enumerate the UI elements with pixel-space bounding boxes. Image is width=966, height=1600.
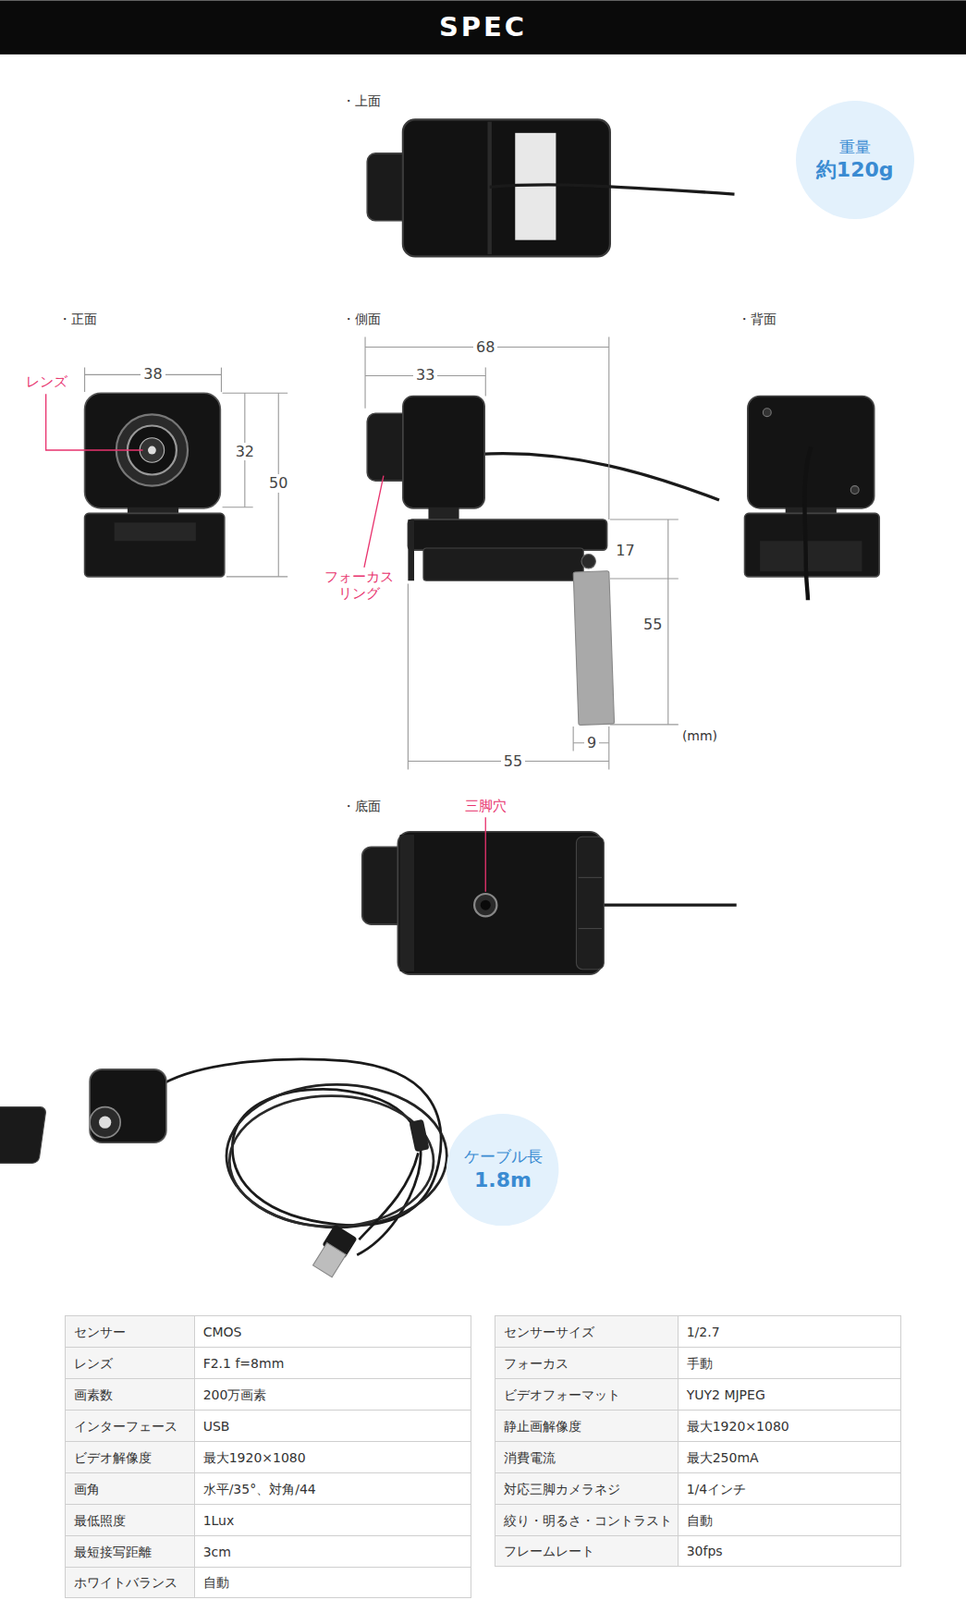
table-header-cell: 画角: [64, 1472, 195, 1505]
table-value-cell: F2.1 f=8mm: [194, 1346, 472, 1379]
badge-value: 約120g: [816, 157, 894, 184]
product-photo: [0, 1059, 447, 1278]
dimension: 32: [232, 442, 257, 461]
side-view: [364, 337, 720, 771]
table-value-cell: 1/4インチ: [677, 1472, 903, 1505]
part-label: 三脚穴: [463, 797, 509, 815]
badge-value: 1.8m: [474, 1167, 532, 1194]
table-header-cell: センサー: [64, 1315, 195, 1347]
table-header-cell: レンズ: [64, 1346, 195, 1379]
view-label: ・側面: [342, 311, 381, 328]
part-label: レンズ: [24, 373, 70, 391]
bottom-view: [362, 817, 737, 975]
back-view: [745, 396, 881, 601]
dimension: 68: [473, 338, 498, 356]
table-header-cell: インターフェース: [64, 1409, 195, 1442]
badge-heading: 重量: [839, 137, 871, 158]
table-header-cell: ビデオフォーマット: [494, 1378, 678, 1410]
dimension: 55: [640, 615, 665, 634]
dimension: 33: [413, 366, 438, 384]
view-label: ・背面: [737, 311, 777, 328]
page-title: SPEC: [439, 11, 527, 43]
table-header-cell: 最短接写距離: [64, 1535, 195, 1567]
table-value-cell: CMOS: [194, 1315, 472, 1347]
view-label: ・正面: [58, 311, 98, 328]
view-label: ・底面: [342, 798, 381, 815]
table-value-cell: 最大1920×1080: [677, 1409, 903, 1442]
dimension: 9: [584, 733, 600, 752]
table-value-cell: 自動: [677, 1504, 903, 1536]
part-label: フォーカス リング: [317, 568, 400, 602]
table-header-cell: ビデオ解像度: [64, 1441, 195, 1473]
table-value-cell: 最大250mA: [677, 1441, 903, 1473]
dimension: 55: [501, 752, 526, 771]
front-view: [46, 367, 289, 577]
table-header-cell: フレームレート: [494, 1535, 678, 1567]
table-header-cell: 最低照度: [64, 1504, 195, 1536]
view-label: ・上面: [342, 93, 381, 110]
table-header-cell: 画素数: [64, 1378, 195, 1410]
dimension: 50: [266, 474, 291, 492]
dimension: 38: [140, 365, 165, 383]
table-value-cell: 1Lux: [194, 1504, 472, 1536]
table-value-cell: 30fps: [677, 1535, 903, 1567]
table-header-cell: 対応三脚カメラネジ: [494, 1472, 678, 1505]
table-value-cell: 1/2.7: [677, 1315, 903, 1347]
table-header-cell: 静止画解像度: [494, 1409, 678, 1442]
info-badge: ケーブル長1.8m: [446, 1113, 559, 1226]
table-value-cell: YUY2 MJPEG: [677, 1378, 903, 1410]
badge-heading: ケーブル長: [464, 1147, 543, 1167]
table-value-cell: 自動: [194, 1566, 472, 1599]
table-header-cell: 消費電流: [494, 1441, 678, 1473]
table-value-cell: 手動: [677, 1346, 903, 1379]
table-header-cell: ホワイトバランス: [64, 1566, 195, 1599]
table-value-cell: 200万画素: [194, 1378, 472, 1410]
table-value-cell: 3cm: [194, 1535, 472, 1567]
table-value-cell: 水平/35°、対角/44: [194, 1472, 472, 1505]
badge-circle-shape: [795, 100, 915, 220]
table-header-cell: フォーカス: [494, 1346, 678, 1379]
unit-note: (mm): [682, 728, 718, 745]
info-badge: 重量約120g: [795, 100, 915, 220]
table-value-cell: 最大1920×1080: [194, 1441, 472, 1473]
top-view: [366, 119, 734, 257]
badge-circle-shape: [446, 1113, 559, 1226]
dimension: 17: [612, 541, 637, 560]
table-header-cell: 絞り・明るさ・コントラスト: [494, 1504, 678, 1536]
table-header-cell: センサーサイズ: [494, 1315, 678, 1347]
table-value-cell: USB: [194, 1409, 472, 1442]
